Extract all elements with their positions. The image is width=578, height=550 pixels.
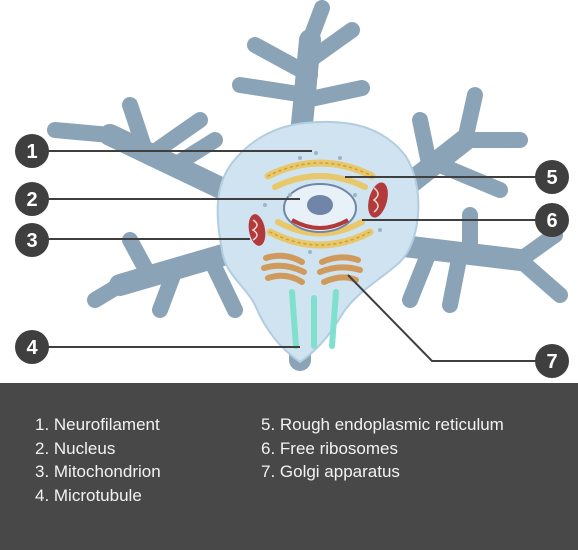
golgi-apparatus (261, 252, 363, 285)
legend-item-free-ribosomes: 6. Free ribosomes (261, 438, 398, 458)
marker-5: 5 (535, 160, 569, 194)
legend-column-right: 5. Rough endoplasmic reticulum 6. Free r… (261, 413, 504, 484)
legend-item-neurofilament: 1. Neurofilament (35, 415, 160, 434)
marker-6: 6 (535, 203, 569, 237)
marker-5-number: 5 (546, 167, 557, 189)
marker-7-number: 7 (546, 351, 557, 373)
legend-item-rough-er: 5. Rough endoplasmic reticulum (261, 415, 504, 434)
legend-panel: 1. Neurofilament 2. Nucleus 3. Mitochond… (0, 383, 578, 550)
rough-er (264, 159, 376, 249)
marker-6-number: 6 (546, 210, 557, 232)
legend-item-mitochondrion: 3. Mitochondrion (35, 462, 161, 481)
marker-4-number: 4 (26, 337, 38, 359)
marker-2-number: 2 (26, 189, 37, 211)
marker-1: 1 (15, 134, 49, 168)
legend-item-nucleus: 2. Nucleus (35, 438, 116, 458)
legend-item-golgi-apparatus: 7. Golgi apparatus (261, 462, 400, 481)
legend-column-left: 1. Neurofilament 2. Nucleus 3. Mitochond… (35, 413, 161, 507)
marker-3: 3 (15, 223, 49, 257)
mitochondria (248, 182, 388, 246)
microtubules (289, 289, 339, 349)
marker-1-number: 1 (26, 141, 37, 163)
nucleus (283, 183, 357, 233)
neuron-illustration: 1 2 3 4 5 6 7 (15, 0, 569, 378)
marker-2: 2 (15, 182, 49, 216)
marker-7: 7 (535, 344, 569, 378)
marker-3-number: 3 (26, 230, 37, 252)
marker-4: 4 (15, 330, 49, 364)
leader-lines (32, 150, 552, 362)
legend-item-microtubule: 4. Microtubule (35, 485, 142, 505)
